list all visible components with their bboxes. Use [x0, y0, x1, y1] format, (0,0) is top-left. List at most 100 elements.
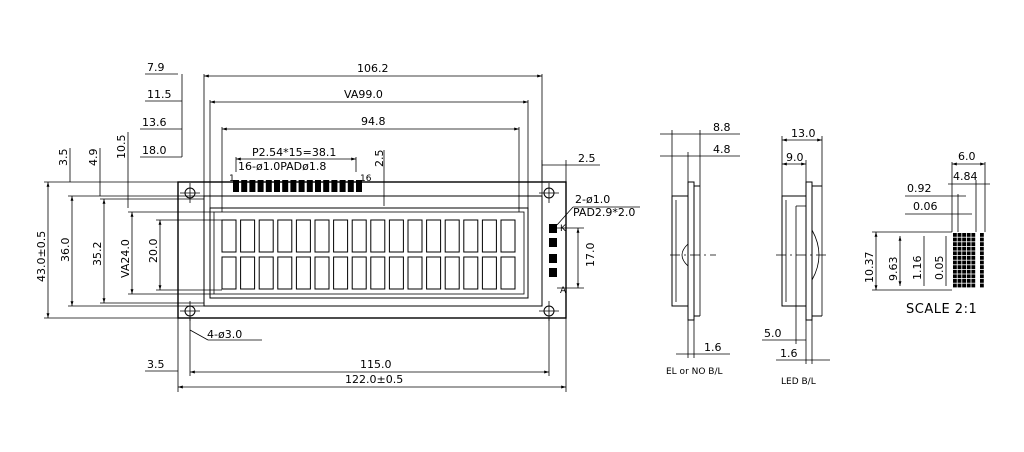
pin-pad [290, 180, 297, 192]
dot [971, 233, 976, 237]
char-cell [314, 256, 330, 290]
dot-dim-dot-w: 4.84 [953, 170, 978, 183]
dim-led-height-label: 17.0 [584, 243, 597, 268]
dot-dim-dot-h: 1.16 [911, 256, 924, 281]
pin-1-label: 1 [229, 174, 235, 184]
char-cell [221, 256, 237, 290]
dot [957, 251, 962, 256]
dot [966, 279, 971, 283]
side-view-el: 8.8 4.8 1.6 EL or NO B/L [660, 121, 740, 377]
pin-pad [241, 180, 248, 192]
dot [957, 274, 962, 279]
dot [962, 283, 966, 288]
dim-pin-offset-label: 2.5 [373, 150, 386, 168]
led-pad-label: PAD2.9*2.0 [573, 206, 635, 219]
dot [966, 256, 971, 260]
char-cell [407, 256, 423, 290]
el-pcb [687, 181, 695, 321]
front-view: 1 16 K A 106.2 VA99.0 94.8 P2.54*15=38.1… [35, 61, 640, 392]
led-pad-k [549, 224, 557, 233]
cathode-label: K [560, 224, 567, 234]
char-cell [295, 219, 311, 253]
dot [962, 274, 966, 279]
dot [980, 269, 984, 274]
dot [971, 269, 976, 274]
pin-pad [282, 180, 289, 192]
viewing-area-inner [213, 211, 525, 295]
dim-11-5: 11.5 [147, 88, 172, 101]
char-cell [481, 256, 497, 290]
dot [953, 279, 957, 283]
dot [980, 256, 984, 260]
led-holes-label: 2-ø1.0 [575, 193, 610, 206]
dim-18-0: 18.0 [142, 144, 167, 157]
dot [953, 265, 957, 269]
dot [953, 237, 957, 242]
char-cell [500, 219, 516, 253]
dim-pin-pitch-label: P2.54*15=38.1 [252, 146, 336, 159]
dim-7-9: 7.9 [147, 61, 165, 74]
dot [953, 233, 957, 237]
char-cell [351, 219, 367, 253]
pin-pad [315, 180, 321, 192]
dot [966, 274, 971, 279]
dot [971, 246, 976, 251]
dot [962, 256, 966, 260]
dot [962, 237, 966, 242]
char-cell [240, 256, 256, 290]
led-dim-body: 9.0 [786, 151, 804, 164]
dot-dim-width: 6.0 [958, 150, 976, 163]
dot [953, 274, 957, 279]
led-caption: LED B/L [781, 377, 816, 387]
pin-pad [339, 180, 346, 192]
el-dim-pcb: 1.6 [704, 341, 722, 354]
dot [962, 269, 966, 274]
led-dim-pcb: 1.6 [780, 347, 798, 360]
dot [980, 260, 984, 265]
el-dim-total: 8.8 [713, 121, 731, 134]
char-cell [333, 219, 349, 253]
dim-overall-length-label: 122.0±0.5 [345, 373, 403, 386]
char-cell [463, 256, 479, 290]
char-cell [277, 256, 293, 290]
char-cell [500, 256, 516, 290]
dot [980, 274, 984, 279]
char-cell [333, 256, 349, 290]
dot-dim-gap: 0.06 [913, 200, 938, 213]
dim-20-label: 20.0 [147, 239, 160, 264]
dot [966, 251, 971, 256]
dim-active-area-label: 94.8 [361, 115, 386, 128]
side-view-led: 13.0 9.0 5.0 1.6 LED B/L [762, 127, 830, 387]
dot [962, 265, 966, 269]
dot [971, 256, 976, 260]
dim-viewing-area-label: VA99.0 [344, 88, 383, 101]
dim-3-5-top: 3.5 [57, 149, 70, 167]
dim-13-6: 13.6 [142, 116, 167, 129]
dot [966, 269, 971, 274]
pin-pad [306, 180, 313, 192]
pin-pad [331, 180, 338, 192]
char-cell [388, 219, 404, 253]
dot [971, 274, 976, 279]
dot [953, 283, 957, 288]
char-cell [351, 256, 367, 290]
led-pad-a [549, 268, 557, 277]
left-offset-dims: 7.9 11.5 13.6 18.0 [140, 61, 183, 158]
dot [957, 265, 962, 269]
dot [980, 233, 984, 237]
pin-pad [323, 180, 330, 192]
led-pad-2 [549, 238, 557, 247]
dot-dim-gap-v: 0.05 [933, 256, 946, 281]
pin-pad [356, 180, 362, 192]
anode-label: A [560, 286, 567, 296]
dim-35-2-label: 35.2 [91, 242, 104, 267]
dot [962, 242, 966, 246]
dot [953, 260, 957, 265]
dot [980, 246, 984, 251]
dot [957, 246, 962, 251]
dim-hole-pitch-label: 115.0 [360, 358, 392, 371]
dot-dim-pitch: 0.92 [907, 182, 932, 195]
dot [957, 256, 962, 260]
char-cell [426, 219, 442, 253]
